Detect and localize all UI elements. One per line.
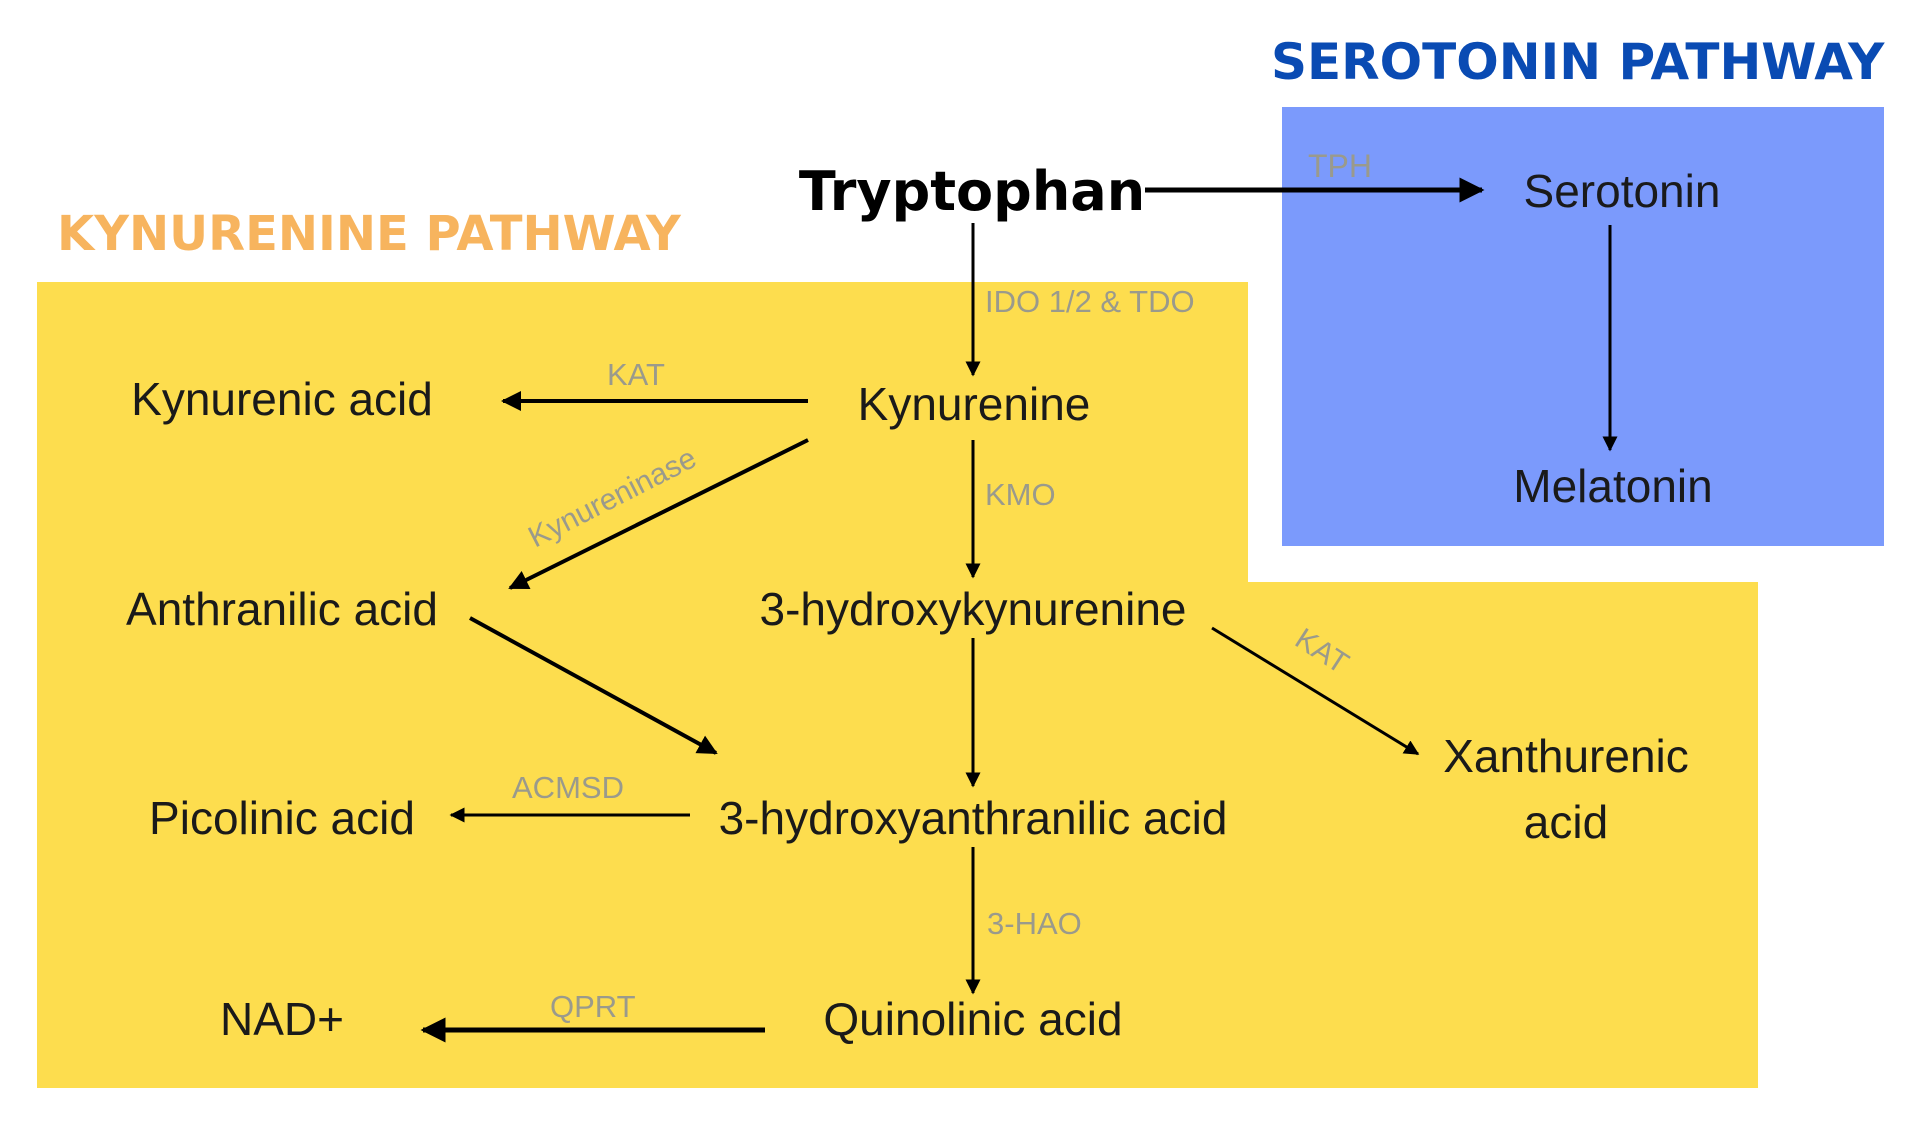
serotonin-pathway-title: SEROTONIN PATHWAY [1271, 33, 1885, 91]
metabolite-nodes: Tryptophan Serotonin Melatonin Kynurenin… [126, 160, 1720, 1045]
node-quinolinic-acid: Quinolinic acid [823, 993, 1122, 1045]
arrow-3-hydroxykynurenine-to-xanthurenic-acid [1211, 626, 1420, 756]
node-kynurenine: Kynurenine [858, 378, 1091, 430]
node-serotonin: Serotonin [1524, 165, 1721, 217]
enzyme-ido-tdo: IDO 1/2 & TDO [985, 284, 1195, 319]
kynurenine-pathway-region [37, 282, 1758, 1088]
node-picolinic-acid: Picolinic acid [149, 792, 415, 844]
node-3-hydroxykynurenine: 3-hydroxykynurenine [759, 583, 1186, 635]
reaction-arrows [420, 177, 1618, 1043]
node-3-hydroxyanthranilic-acid: 3-hydroxyanthranilic acid [719, 792, 1228, 844]
enzyme-3-hao: 3-HAO [987, 906, 1082, 941]
node-kynurenic-acid: Kynurenic acid [131, 373, 433, 425]
node-xanthurenic-acid-line2: acid [1524, 796, 1608, 848]
enzyme-tph: TPH [1308, 148, 1372, 184]
node-nad: NAD+ [220, 993, 344, 1045]
node-anthranilic-acid: Anthranilic acid [126, 583, 438, 635]
enzyme-kat-kynurenic: KAT [607, 357, 665, 392]
enzyme-qprt: QPRT [550, 989, 636, 1024]
arrow-kynurenine-to-anthranilic-acid [508, 438, 809, 590]
node-tryptophan: Tryptophan [799, 160, 1145, 223]
serotonin-pathway-region [1282, 107, 1884, 546]
node-xanthurenic-acid-line1: Xanthurenic [1443, 730, 1689, 782]
node-melatonin: Melatonin [1513, 460, 1712, 512]
arrow-anthranilic-to-3-hydroxyanthranilic [469, 616, 718, 755]
enzyme-kmo: KMO [985, 477, 1056, 512]
enzyme-acmsd: ACMSD [512, 770, 624, 805]
kynurenine-pathway-title: KYNURENINE PATHWAY [57, 206, 682, 262]
